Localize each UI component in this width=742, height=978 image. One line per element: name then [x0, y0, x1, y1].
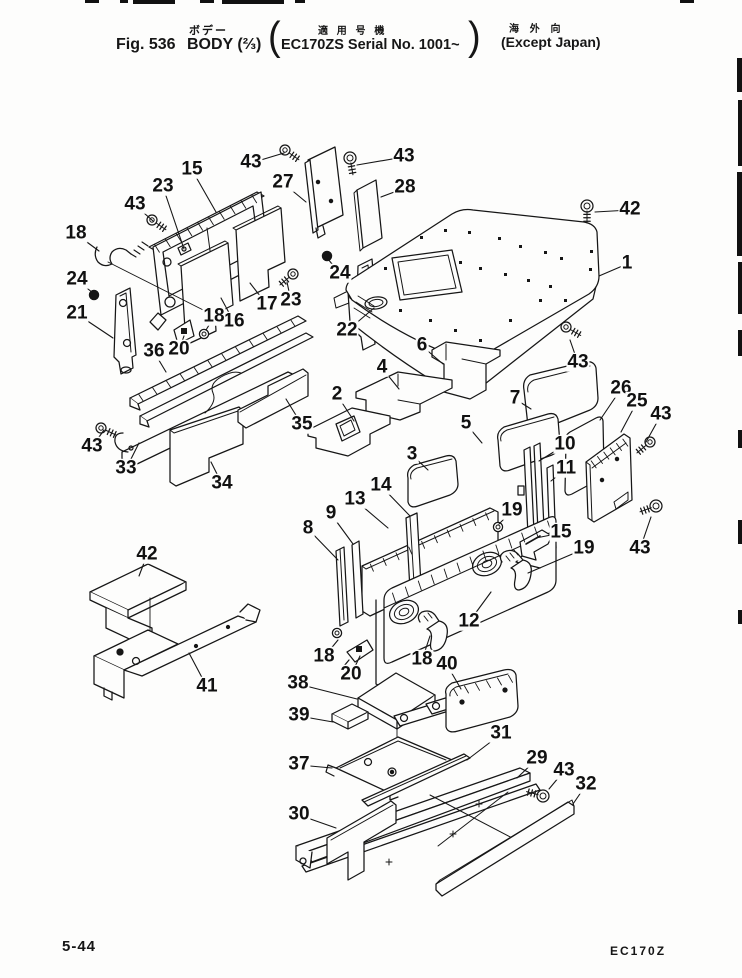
- part-cover-40: [445, 668, 519, 733]
- bolt-43: [560, 321, 582, 338]
- fasteners: [88, 144, 663, 803]
- scan-artifact: [120, 0, 128, 3]
- scan-artifact: [680, 0, 694, 3]
- nut-18: [331, 627, 343, 639]
- scan-artifact: [222, 0, 284, 4]
- part-strip-8: [335, 546, 349, 627]
- hood-bolt-holes: [384, 229, 593, 342]
- part-wing-key-18: [417, 610, 448, 652]
- market-region: (Except Japan): [501, 34, 601, 50]
- scan-artifact: [738, 100, 742, 166]
- big-paren-open: (: [268, 14, 281, 60]
- applicability-japanese: 適 用 号 機: [318, 26, 388, 37]
- nut-19: [492, 521, 504, 533]
- bolt-43: [343, 151, 357, 176]
- part-bar-32: [435, 799, 575, 897]
- scan-artifact: [200, 0, 214, 3]
- part-pad-35: [237, 368, 309, 429]
- bolt-43: [95, 422, 117, 438]
- part-wing-key-19: [499, 549, 532, 591]
- part-pad-34: [169, 406, 244, 487]
- part-pad-28: [353, 179, 383, 252]
- knob-42: [580, 199, 594, 224]
- scan-artifact: [738, 610, 742, 624]
- scan-artifact: [737, 172, 742, 256]
- grommet-24: [321, 250, 333, 262]
- scan-artifact: [85, 0, 99, 3]
- bolt-43: [146, 214, 167, 232]
- bolt-43: [639, 499, 663, 515]
- page-number: 5-44: [62, 938, 97, 955]
- model-code: EC170Z: [610, 944, 667, 958]
- part-pad-3: [407, 454, 459, 508]
- bolt-23: [278, 268, 299, 287]
- part-channel-4: [355, 371, 453, 421]
- scan-artifact: [133, 0, 175, 4]
- hatching: [138, 194, 629, 697]
- part-bracket-2: [307, 407, 391, 457]
- scan-artifact: [295, 0, 305, 3]
- part-plate-41: [93, 603, 261, 701]
- title-japanese: ボデー: [189, 25, 228, 37]
- part-bracket-20-upper: [170, 319, 195, 351]
- big-paren-close: ): [468, 14, 481, 60]
- grommet-24: [88, 289, 100, 301]
- bolt-43: [635, 436, 656, 455]
- bolt-43: [279, 144, 300, 162]
- nut-18: [198, 328, 210, 340]
- part-panel-30: [326, 800, 397, 881]
- page-title: BODY (⅔): [187, 36, 262, 53]
- scan-artifact: [738, 520, 742, 544]
- scan-artifact: [738, 262, 742, 314]
- scan-artifact: [738, 430, 742, 448]
- part-hinge-plate-21: [113, 287, 137, 375]
- part-rail-36: [129, 315, 314, 428]
- scan-artifact: [738, 330, 742, 356]
- part-strip-9: [351, 540, 364, 619]
- part-panel-27: [304, 146, 344, 239]
- part-bracket-20-lower: [343, 639, 374, 669]
- market-japanese: 海 外 向: [509, 24, 565, 35]
- part-pad-17: [232, 205, 286, 302]
- scan-artifact: [737, 58, 742, 92]
- part-pad-39: [331, 703, 369, 730]
- figure-number: Fig. 536: [116, 36, 176, 53]
- part-panel-25: [585, 433, 633, 523]
- bolt-43: [526, 788, 550, 803]
- serial-applicability: EC170ZS Serial No. 1001~: [281, 37, 460, 53]
